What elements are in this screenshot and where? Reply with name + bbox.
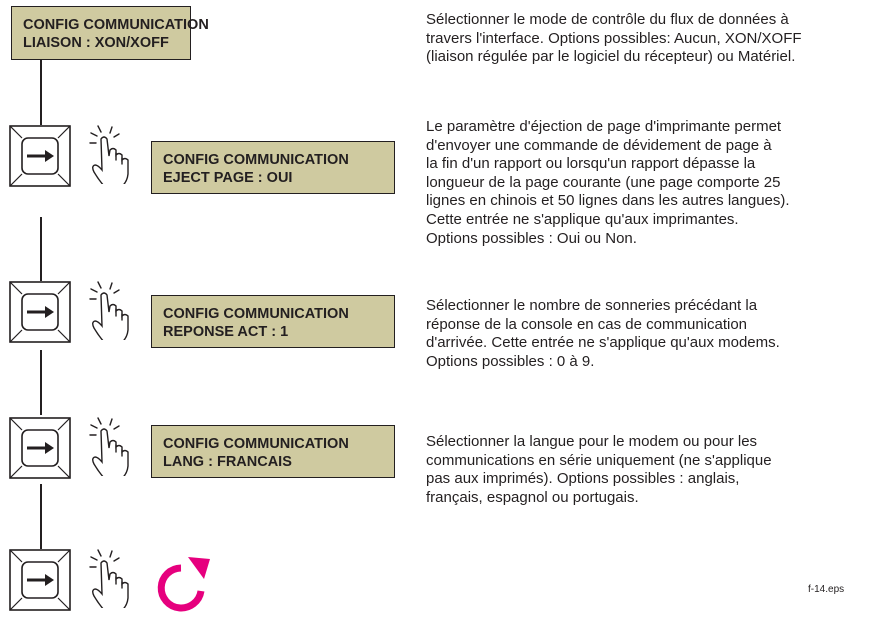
connector-line	[40, 484, 42, 549]
text-line: Options possibles : 0 à 9.	[426, 352, 595, 370]
loop-back-arrow-icon	[157, 557, 210, 612]
lcd-line-1: CONFIG COMMUNICATION	[163, 152, 349, 168]
lcd-display-liaison: CONFIG COMMUNICATION LIAISON : XON/XOFF	[11, 6, 209, 60]
press-hand-icon	[89, 281, 129, 340]
press-hand-icon	[89, 125, 129, 184]
connector-line	[40, 350, 42, 415]
description-eject-page: Le paramètre d'éjection de page d'imprim…	[426, 118, 871, 248]
right-arrow-key-icon[interactable]	[9, 549, 71, 611]
lcd-line-2: REPONSE ACT : 1	[163, 324, 289, 340]
text-line: Le paramètre d'éjection de page d'imprim…	[426, 118, 782, 135]
text-line: Sélectionner le nombre de sonneries préc…	[426, 297, 758, 314]
lcd-line-1: CONFIG COMMUNICATION	[23, 17, 209, 33]
lcd-line-1: CONFIG COMMUNICATION	[163, 306, 349, 322]
lcd-line-2: LIAISON : XON/XOFF	[23, 35, 169, 51]
text-line: (liaison régulée par le logiciel du réce…	[426, 48, 796, 66]
description-lang: Sélectionner la langue pour le modem ou …	[426, 433, 871, 507]
connector-line	[40, 217, 42, 281]
lcd-line-1: CONFIG COMMUNICATION	[163, 436, 349, 452]
text-line: Cette entrée ne s'applique qu'aux imprim…	[426, 210, 739, 228]
description-reponse-act: Sélectionner le nombre de sonneries préc…	[426, 297, 871, 371]
lcd-display-eject-page: CONFIG COMMUNICATION EJECT PAGE : OUI	[151, 141, 395, 194]
text-line: communications en série uniquement (ne s…	[426, 451, 772, 469]
right-arrow-key-icon[interactable]	[9, 125, 71, 187]
text-line: français, espagnol ou portugais.	[426, 488, 639, 506]
press-hand-icon	[89, 417, 129, 476]
connector-line	[40, 60, 42, 125]
figure-label: f-14.eps	[808, 584, 845, 595]
text-line: la fin d'un rapport ou lorsqu'un rapport…	[426, 155, 756, 173]
text-line: Sélectionner le mode de contrôle du flux…	[426, 11, 789, 28]
lcd-display-lang: CONFIG COMMUNICATION LANG : FRANCAIS	[151, 425, 395, 478]
text-line: Options possibles : Oui ou Non.	[426, 229, 637, 247]
text-line: d'envoyer une commande de dévidement de …	[426, 136, 772, 154]
description-liaison: Sélectionner le mode de contrôle du flux…	[426, 11, 871, 67]
text-line: pas aux imprimés). Options possibles : a…	[426, 470, 740, 488]
text-line: travers l'interface. Options possibles: …	[426, 29, 802, 47]
right-arrow-key-icon[interactable]	[9, 417, 71, 479]
text-line: d'arrivée. Cette entrée ne s'applique qu…	[426, 334, 780, 352]
text-line: longueur de la page courante (une page c…	[426, 173, 781, 191]
lcd-display-reponse-act: CONFIG COMMUNICATION REPONSE ACT : 1	[151, 295, 395, 348]
right-arrow-key-icon[interactable]	[9, 281, 71, 343]
text-line: Sélectionner la langue pour le modem ou …	[426, 433, 758, 450]
lcd-line-2: EJECT PAGE : OUI	[163, 170, 293, 186]
press-hand-icon	[89, 549, 129, 608]
lcd-line-2: LANG : FRANCAIS	[163, 454, 292, 470]
text-line: lignes en chinois et 50 lignes dans les …	[426, 192, 790, 210]
text-line: réponse de la console en cas de communic…	[426, 315, 748, 333]
